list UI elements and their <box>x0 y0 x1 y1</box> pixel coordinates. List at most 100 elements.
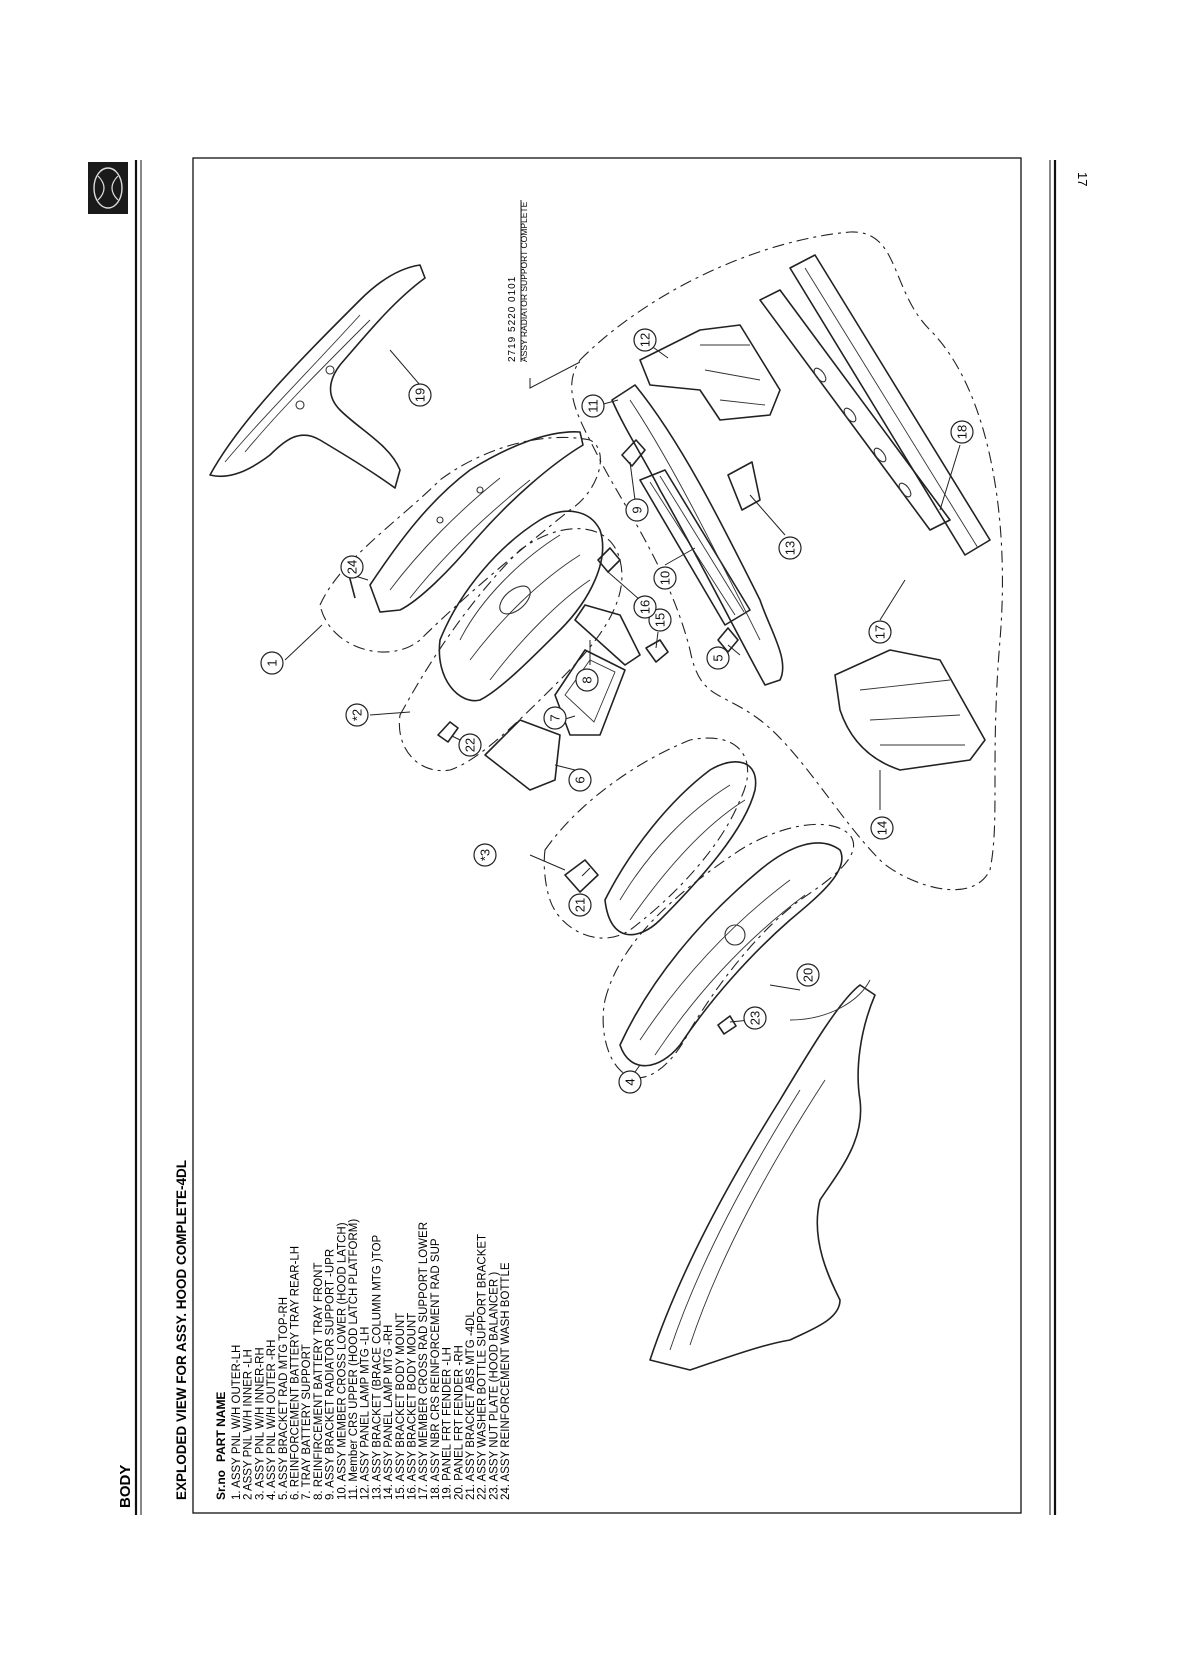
part-23-nut-plate-hood-balancer <box>717 1015 737 1035</box>
part-17-member-cross-rad-lower <box>789 254 991 556</box>
callout-bubble <box>868 620 892 644</box>
part-8-reinf-battery-tray-front <box>574 604 641 666</box>
parts-table-row: 2 ASSY PNL W/H INNER -LH <box>243 1349 255 1500</box>
parts-table-row: 8. REINFIRCEMENT BATTERY TRAY FRONT <box>313 1263 325 1501</box>
part-14-panel-lamp-mtg-rh <box>834 649 986 771</box>
parts-table-row: 19. PANEL FRT FENDER -LH <box>442 1347 454 1500</box>
part-20-fender-rh <box>649 979 876 1371</box>
callout-bubble <box>648 608 672 632</box>
callout-label: 13 <box>783 541 798 555</box>
callout-label: 8 <box>580 676 595 683</box>
callout-bubble <box>260 651 284 675</box>
assembly-note-leader <box>529 361 581 389</box>
callouts: 1*2*345678910111213141516171819202122232… <box>260 328 974 1094</box>
parts-table-row: 6. REINFORCEMENT BATTERY TRAY REAR-LH <box>290 1246 302 1500</box>
parts-table-row: 17. ASSY MEMBER CROSS RAD SUPPORT LOWER <box>418 1222 430 1500</box>
diagram-frame <box>192 157 1022 1514</box>
callout-bubble <box>633 595 657 619</box>
callout-label: 12 <box>638 333 653 347</box>
callout-label: 24 <box>345 560 360 574</box>
callout-15: 15 <box>648 608 672 632</box>
callout-star3: *3 <box>473 843 497 867</box>
callout-label: 1 <box>265 659 280 666</box>
part-11-member-cross-upper <box>611 384 784 686</box>
callout-label: 18 <box>955 425 970 439</box>
callout-bubble <box>870 816 894 840</box>
callout-label: 7 <box>548 714 563 721</box>
section-title: BODY <box>117 1465 134 1508</box>
part-3-wh-inner-rh <box>604 761 757 936</box>
callout-9: 9 <box>625 498 649 522</box>
callout-14: 14 <box>870 816 894 840</box>
callout-label: 4 <box>623 1078 638 1085</box>
parts-table-row: 11. Member CRS UPPER (HOOD LATCH PLATFOR… <box>348 1219 360 1500</box>
callout-bubble <box>778 536 802 560</box>
callout-18: 18 <box>950 420 974 444</box>
callout-16: 16 <box>633 595 657 619</box>
callout-bubble <box>581 394 605 418</box>
part-5-bracket-rad-mtg-top <box>717 627 739 653</box>
parts-table: Sr.no PART NAME 1. ASSY PNL W/H OUTER-LH… <box>214 1219 512 1500</box>
callout-bubble <box>706 646 730 670</box>
group-1-outline <box>319 436 601 653</box>
part-6-reinf-battery-tray-rear <box>484 719 561 791</box>
radiator-support-group-outline <box>571 231 1004 891</box>
parts-table-row: 13. ASSY BRACKET (BRACE COLUMN MTG )TOP <box>371 1234 383 1500</box>
part-4-wh-outer-rh <box>619 842 843 1067</box>
callout-13: 13 <box>778 536 802 560</box>
parts-table-row: 7. TRAY BATTERY SUPPORT <box>301 1344 313 1500</box>
callout-7: 7 <box>543 706 567 730</box>
parts-table-row: 20. PANEL FRT FENDER -RH <box>453 1345 465 1500</box>
callout-label: 23 <box>748 1011 763 1025</box>
callout-bubble <box>568 768 592 792</box>
callout-bubble <box>575 668 599 692</box>
part-19-fender-lh <box>209 264 426 489</box>
callout-bubble <box>568 893 592 917</box>
part-2-wh-inner-lh <box>438 510 604 702</box>
callout-bubble <box>743 1006 767 1030</box>
callout-1: 1 <box>260 651 284 675</box>
callout-11: 11 <box>581 394 605 418</box>
part-18-nbr-crs-reinforcement <box>759 289 951 531</box>
assembly-part-number: 2719 5220 0101 <box>507 276 518 362</box>
callout-bubble <box>458 733 482 757</box>
parts-table-row: 21. ASSY BRACKET ABS MTG -4DL <box>465 1311 477 1500</box>
callout-20: 20 <box>796 963 820 987</box>
callout-bubble <box>653 566 677 590</box>
callout-17: 17 <box>868 620 892 644</box>
col-part-name: PART NAME <box>214 1392 228 1462</box>
group-4-outline <box>602 823 855 1079</box>
callout-label: 16 <box>638 600 653 614</box>
callout-bubble <box>950 420 974 444</box>
callout-bubble <box>345 703 369 727</box>
callout-4: 4 <box>618 1070 642 1094</box>
callout-bubble <box>340 555 364 579</box>
page-number: 17 <box>1075 172 1090 186</box>
callout-label: 17 <box>873 625 888 639</box>
callout-10: 10 <box>653 566 677 590</box>
callout-24: 24 <box>340 555 364 579</box>
parts-table-row: 10. ASSY MEMBER CROSS LOWER (HOOD LATCH) <box>336 1222 348 1500</box>
parts-table-row: 15. ASSY BRACKET BODY MOUNT <box>395 1313 407 1500</box>
callout-23: 23 <box>743 1006 767 1030</box>
part-15-bracket-body-mount <box>645 639 669 663</box>
callout-label: *2 <box>350 709 365 721</box>
group-2-outline <box>398 528 623 772</box>
brand-logo <box>88 162 128 214</box>
part-16-bracket-body-mount <box>597 547 621 573</box>
parts-table-row: 12. ASSY PANEL LAMP MTG -LH <box>360 1327 372 1500</box>
callout-label: 9 <box>630 506 645 513</box>
parts-table-row: 24. ASSY REINFORCEMENT WASH BOTTLE <box>500 1262 512 1500</box>
callout-22: 22 <box>458 733 482 757</box>
callout-21: 21 <box>568 893 592 917</box>
parts-table-row: 23. ASSY NUT PLATE (HOOD BALANCER ) <box>488 1272 500 1500</box>
parts-table-row: 5. ASSY BRACKET RAD MTG TOP-RH <box>278 1297 290 1500</box>
callout-8: 8 <box>575 668 599 692</box>
callout-bubble <box>543 706 567 730</box>
col-srno: Sr.no <box>214 1470 228 1500</box>
parts-table-row: 1. ASSY PNL W/H OUTER-LH <box>231 1345 243 1500</box>
callout-12: 12 <box>633 328 657 352</box>
part-7-tray-battery-support <box>554 649 626 736</box>
callout-bubble <box>625 498 649 522</box>
